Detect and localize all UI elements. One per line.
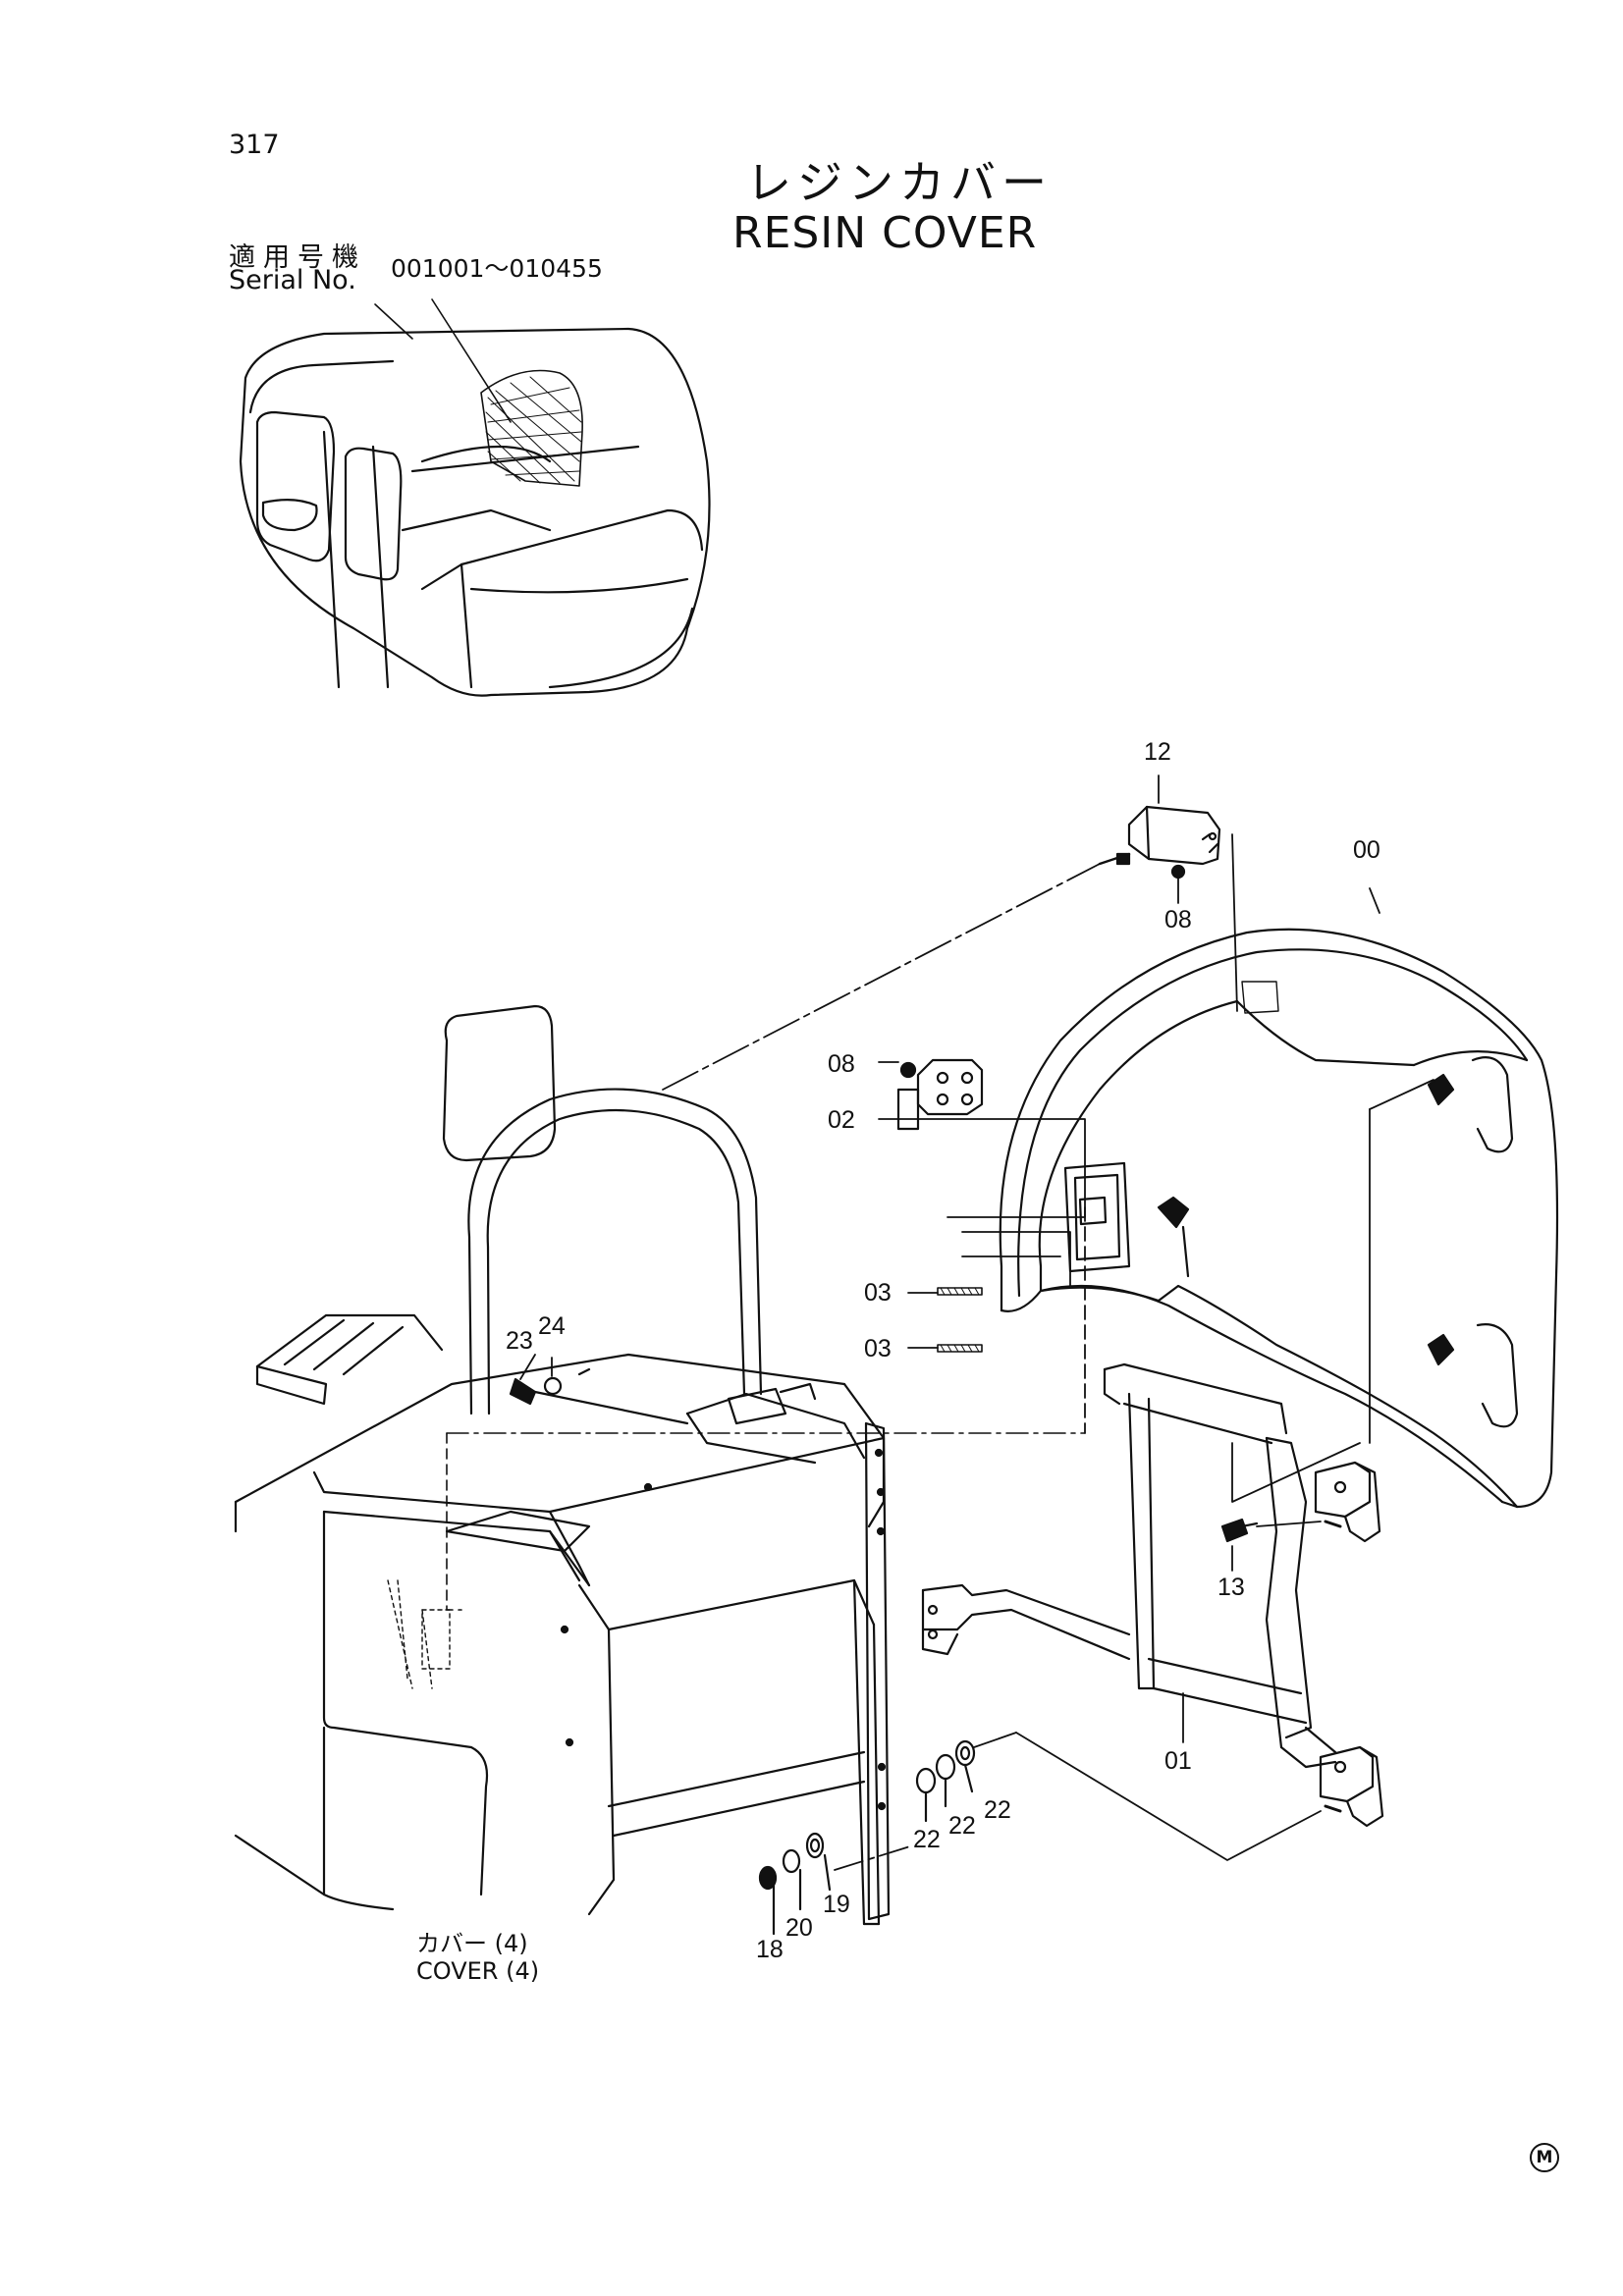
callout-23: 23: [506, 1327, 533, 1355]
resin-cover-part-00: [999, 928, 1559, 1509]
callout-22-left: 22: [913, 1826, 941, 1853]
reference-label: COVER (4): [416, 1957, 540, 1985]
leader-lines: [662, 833, 1434, 1871]
fasteners: [758, 1732, 1017, 1936]
callout-08-hinge: 08: [828, 1050, 855, 1078]
serial-range: 001001～010455: [391, 254, 603, 283]
page-number: 317: [229, 130, 280, 160]
mounting-frame-part-01: [921, 1362, 1384, 1828]
callout-03-upper: 03: [864, 1279, 892, 1307]
callout-08-bracket: 08: [1164, 906, 1192, 934]
hinge-part-02: [896, 1058, 984, 1131]
callout-01: 01: [1164, 1747, 1192, 1775]
bracket-part-12: [1098, 805, 1221, 880]
callout-22-right: 22: [984, 1796, 1011, 1824]
serial-label-japanese: 適用号機: [229, 242, 366, 273]
cab-frame: [234, 1004, 1086, 1926]
callout-03-lower: 03: [864, 1335, 892, 1362]
serial-label: Serial No.: [229, 265, 356, 295]
callout-02: 02: [828, 1106, 855, 1134]
callout-leaders: [519, 774, 1380, 1743]
callout-00: 00: [1353, 836, 1380, 864]
reference-label-japanese: カバー (4): [416, 1930, 528, 1957]
callout-19: 19: [823, 1891, 850, 1918]
callout-13: 13: [1217, 1574, 1245, 1601]
page-title: RESIN COVER: [732, 208, 1038, 258]
callout-12: 12: [1144, 738, 1171, 766]
machine-overview: [239, 298, 711, 697]
callout-18: 18: [756, 1936, 784, 1963]
title-japanese: レジンカバー: [746, 156, 1053, 209]
manufacturer-mark: M: [1530, 2143, 1559, 2172]
callout-24: 24: [538, 1312, 566, 1340]
callout-20: 20: [785, 1914, 813, 1942]
seal-strips-03: [937, 1287, 983, 1353]
callout-22-middle: 22: [948, 1812, 976, 1840]
